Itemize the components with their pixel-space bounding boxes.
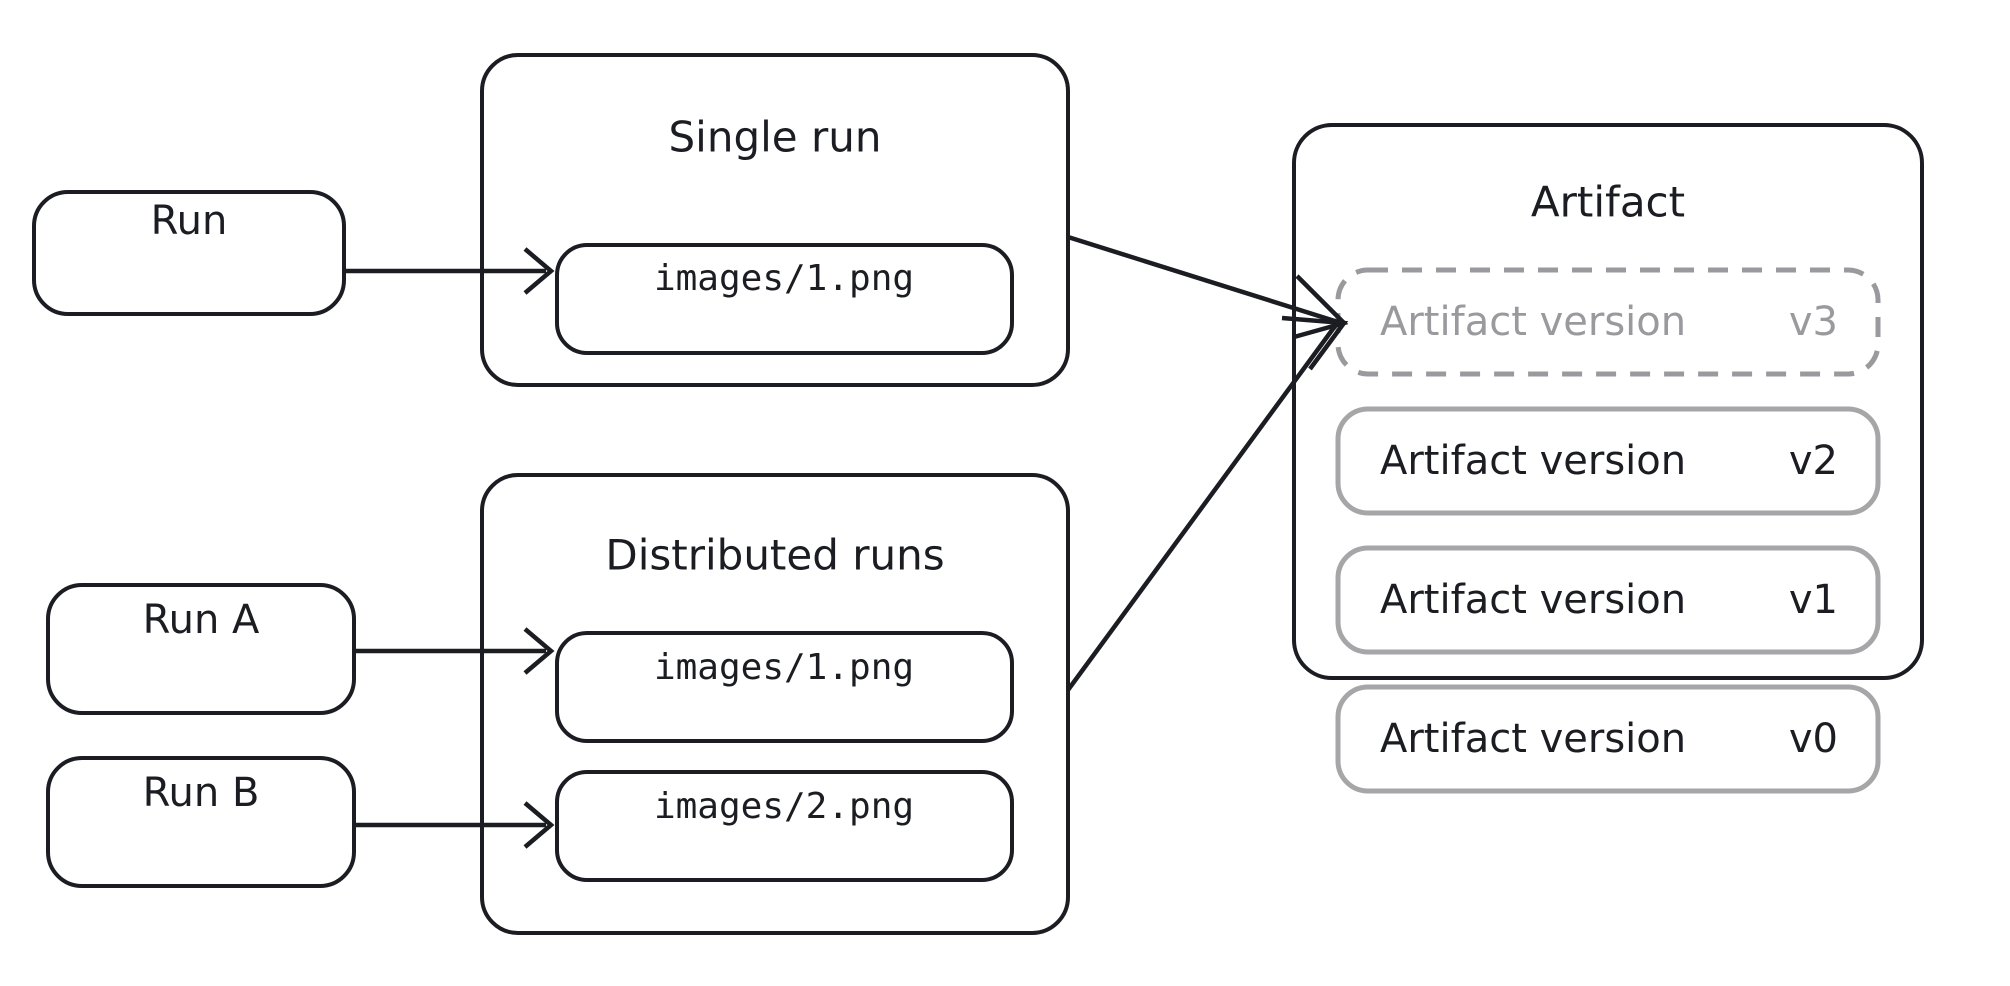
artifact-version-box-v1[interactable]: [1335, 545, 1881, 655]
artifact-version-row-v2[interactable]: Artifact version v2: [1335, 406, 1881, 516]
distributed-run-file-box-0[interactable]: [555, 631, 1014, 743]
distributed-run-file-box-1[interactable]: [555, 770, 1014, 882]
artifact-version-number-v2: v2: [1789, 438, 1838, 484]
single-run-file-box-0[interactable]: [555, 243, 1014, 355]
edge-distributed-runs-to-artifact: [1066, 315, 1349, 692]
run-box[interactable]: [32, 190, 346, 316]
edge-run-b-to-file: [354, 801, 555, 849]
distributed-runs-title: Distributed runs: [605, 531, 944, 580]
artifact-title: Artifact: [1531, 178, 1685, 227]
node-run[interactable]: Run: [32, 190, 346, 316]
edge-distributed-runs-arrowhead: [1281, 315, 1349, 371]
artifact-version-label-v1: Artifact version: [1380, 577, 1686, 623]
artifact-version-box-v2[interactable]: [1335, 406, 1881, 516]
artifact-version-number-v3: v3: [1789, 299, 1838, 345]
distributed-run-file-label-1: images/2.png: [654, 786, 914, 827]
artifact-version-label-v2: Artifact version: [1380, 438, 1686, 484]
artifact-version-number-v1: v1: [1789, 577, 1838, 623]
run-b-box[interactable]: [46, 756, 356, 888]
run-b-label: Run B: [143, 770, 260, 816]
artifact-version-row-v0[interactable]: Artifact version v0: [1335, 684, 1881, 794]
distributed-run-file-label-0: images/1.png: [654, 647, 914, 688]
artifact-version-box-v0[interactable]: [1335, 684, 1881, 794]
group-single-run: Single run images/1.png: [480, 53, 1070, 387]
edge-run-a-to-file: [354, 627, 555, 675]
single-run-file-label-0: images/1.png: [654, 258, 914, 299]
edge-run-to-file: [344, 247, 555, 295]
artifact-version-label-v0: Artifact version: [1380, 716, 1686, 762]
node-run-b[interactable]: Run B: [46, 756, 356, 888]
run-a-label: Run A: [143, 597, 260, 643]
node-run-a[interactable]: Run A: [46, 583, 356, 715]
single-run-title: Single run: [669, 113, 882, 162]
artifact-version-label-v3: Artifact version: [1380, 299, 1686, 345]
edge-single-run-line: [1067, 234, 1339, 325]
edge-run-arrowhead: [523, 247, 555, 295]
artifact-version-row-v3[interactable]: Artifact version v3: [1335, 267, 1881, 377]
edge-run-b-arrowhead: [523, 801, 555, 849]
artifact-version-row-v1[interactable]: Artifact version v1: [1335, 545, 1881, 655]
artifact-panel: Artifact Artifact version v3 Artifact ve…: [1292, 123, 1924, 794]
artifact-container: [1292, 123, 1924, 680]
edge-run-a-arrowhead: [523, 627, 555, 675]
run-label: Run: [151, 198, 228, 244]
group-distributed-runs: Distributed runs images/1.png images/2.p…: [480, 473, 1070, 935]
artifact-version-number-v0: v0: [1789, 716, 1838, 762]
edge-distributed-runs-line: [1066, 320, 1340, 692]
